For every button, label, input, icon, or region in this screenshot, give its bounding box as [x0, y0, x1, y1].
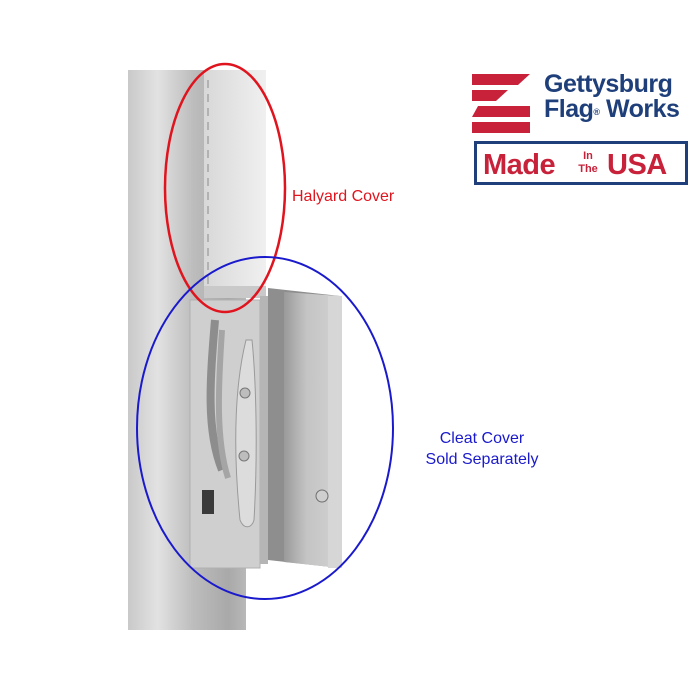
halyard-cover-label: Halyard Cover: [292, 188, 395, 205]
cleat-cover-note: Sold Separately: [425, 451, 539, 468]
badge-usa: USA: [607, 149, 667, 181]
halyard-cover: [204, 70, 266, 298]
cleat-cover-label: Cleat Cover Sold Separately: [404, 428, 560, 470]
cleat-cover-title: Cleat Cover: [439, 430, 525, 447]
brand-word-flag: Flag: [544, 95, 594, 123]
brand-line-1: Gettysburg: [544, 70, 673, 98]
brand-name: Gettysburg Flag® Works: [544, 70, 680, 123]
cleat-assembly: [189, 288, 342, 569]
brand-word-works: Works: [606, 95, 680, 123]
halyard-highlight-ellipse: [163, 62, 287, 314]
flag-stripes-icon: [472, 74, 530, 133]
badge-made: Made: [483, 149, 556, 181]
registered-mark: ®: [593, 107, 600, 117]
badge-the: The: [578, 163, 598, 175]
brand-line-2: Flag® Works: [544, 95, 680, 123]
cleat-highlight-ellipse: [136, 256, 394, 600]
badge-in: In: [583, 150, 593, 162]
